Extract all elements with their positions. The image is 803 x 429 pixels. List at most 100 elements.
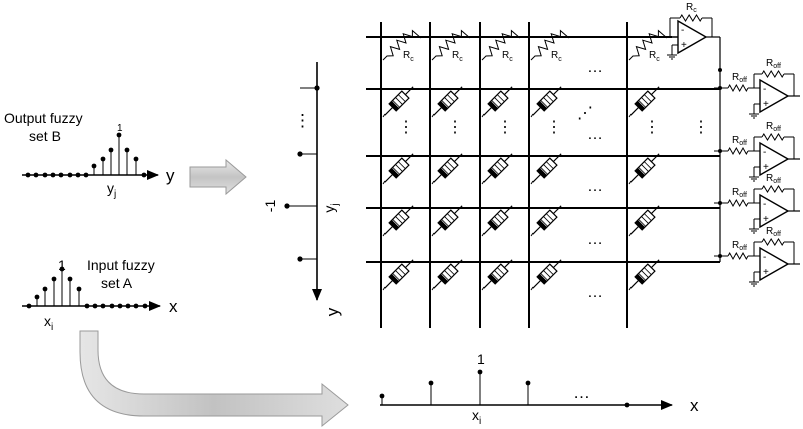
right-op-amp: -+ xyxy=(749,193,790,234)
vertical-axis-value-label: -1 xyxy=(262,200,278,213)
output-set-axis-label: y xyxy=(166,166,175,185)
input-set-stem-dot xyxy=(34,294,40,300)
output-set-stem-dot xyxy=(133,156,139,162)
feedback-roff-label: Roff xyxy=(766,226,781,238)
crossbar-ellipsis-vertical: ⋮ xyxy=(447,119,464,136)
right-op-amp: -+ xyxy=(749,141,790,182)
memristor xyxy=(630,86,660,116)
input-set-stem-dot xyxy=(76,286,82,292)
diag-resistor-label: Rc xyxy=(502,50,513,63)
input-set-stem-dot xyxy=(100,303,106,309)
input-roff-resistor xyxy=(727,83,749,93)
output-set-stem-dot xyxy=(67,172,73,178)
memristor xyxy=(433,205,463,235)
input-set-stem-dot xyxy=(117,303,123,309)
crossbar-ellipsis-horizontal: … xyxy=(587,231,604,248)
feedback-roff-resistor xyxy=(761,133,785,141)
transfer-arrow xyxy=(189,158,247,196)
output-set-stem-dot xyxy=(91,163,97,169)
svg-text:-: - xyxy=(763,252,766,263)
vertical-axis-ellipsis: ⋮ xyxy=(294,111,311,130)
output-set-label-line1: Output fuzzy xyxy=(4,110,83,126)
output-fuzzy-set-b: Output fuzzy set B 1 y yj xyxy=(4,110,175,200)
output-set-label-line2: set B xyxy=(29,128,61,144)
feedback-diag-resistor xyxy=(382,29,422,61)
bent-transfer-arrow xyxy=(79,330,349,428)
crossbar-ellipsis-horizontal: … xyxy=(587,126,604,143)
memristor xyxy=(630,259,660,289)
diag-resistor-label: Rc xyxy=(403,50,414,63)
feedback-roff-label: Roff xyxy=(766,58,781,70)
output-axis-stem-dot xyxy=(477,369,483,375)
svg-text:+: + xyxy=(763,267,769,278)
feedback-roff-label: Roff xyxy=(766,121,781,133)
feedback-roff-label: Roff xyxy=(766,173,781,185)
input-roff-resistor xyxy=(727,146,749,156)
output-axis-stem-dot xyxy=(428,380,434,386)
svg-text:-: - xyxy=(681,25,684,36)
input-set-stem-dot xyxy=(59,266,65,272)
output-set-stem-dot xyxy=(58,172,64,178)
output-set-stems xyxy=(25,132,147,178)
svg-text:-: - xyxy=(763,199,766,210)
feedback-roff-resistor xyxy=(761,70,785,78)
feedback-diag-resistor xyxy=(530,29,570,61)
crossbar-ellipsis-horizontal: … xyxy=(587,284,604,301)
output-set-stem-dot xyxy=(116,132,122,138)
memristor xyxy=(384,86,414,116)
memristor xyxy=(483,259,513,289)
output-set-stem-dot xyxy=(141,172,147,178)
feedback-diag-resistor xyxy=(628,29,668,61)
input-set-stem-dot xyxy=(67,276,73,282)
input-roff-label: Roff xyxy=(732,135,747,147)
memristor xyxy=(532,259,562,289)
input-set-stem-dot xyxy=(92,303,98,309)
memristor xyxy=(433,86,463,116)
output-set-stem-dot xyxy=(108,147,114,153)
memristor xyxy=(384,259,414,289)
output-set-peak-label: 1 xyxy=(117,123,123,134)
memristor xyxy=(532,153,562,183)
input-set-stem-dot xyxy=(109,303,115,309)
output-set-stem-dot xyxy=(33,172,39,178)
output-axis-stem-dot xyxy=(525,380,531,386)
crossbar-ellipsis-vertical: ⋮ xyxy=(546,119,563,136)
input-set-label-line1: Input fuzzy xyxy=(87,257,155,273)
svg-text:+: + xyxy=(681,40,687,51)
output-set-stem-dot xyxy=(124,147,130,153)
feedback-diag-resistor xyxy=(481,29,521,61)
input-set-stem-dot xyxy=(42,286,48,292)
memristor xyxy=(483,86,513,116)
input-set-stem-dot xyxy=(142,303,148,309)
memristor xyxy=(630,205,660,235)
svg-text:+: + xyxy=(763,214,769,225)
diag-resistor-label: Rc xyxy=(452,50,463,63)
input-set-axis-label: x xyxy=(169,297,178,316)
input-set-stem-dot xyxy=(133,303,139,309)
output-set-stem-dot xyxy=(42,172,48,178)
output-set-stem-dot xyxy=(100,156,106,162)
output-axis-peak-label: 1 xyxy=(477,351,485,367)
top-feedback-resistor xyxy=(679,14,703,22)
input-set-stem-dot xyxy=(125,303,131,309)
vertical-axis-label: y xyxy=(323,307,342,316)
output-set-point-label: yj xyxy=(107,180,116,200)
input-roff-resistor xyxy=(727,251,749,261)
output-set-stem-dot xyxy=(83,172,89,178)
diag-resistor-label: Rc xyxy=(551,50,562,63)
memristor xyxy=(532,205,562,235)
memristor xyxy=(433,259,463,289)
input-roff-label: Roff xyxy=(732,72,747,84)
crossbar-ellipsis-diagonal: ⋰ xyxy=(577,105,594,122)
output-axis-stems xyxy=(379,369,630,408)
svg-text:+: + xyxy=(763,99,769,110)
feedback-roff-resistor xyxy=(761,185,785,193)
diag-resistor-label: Rc xyxy=(649,50,660,63)
input-fuzzy-set-a: 1 Input fuzzy set A x xi xyxy=(22,257,178,333)
memristor xyxy=(483,153,513,183)
memristor xyxy=(384,153,414,183)
input-set-peak-label: 1 xyxy=(58,257,66,273)
memristor xyxy=(532,86,562,116)
